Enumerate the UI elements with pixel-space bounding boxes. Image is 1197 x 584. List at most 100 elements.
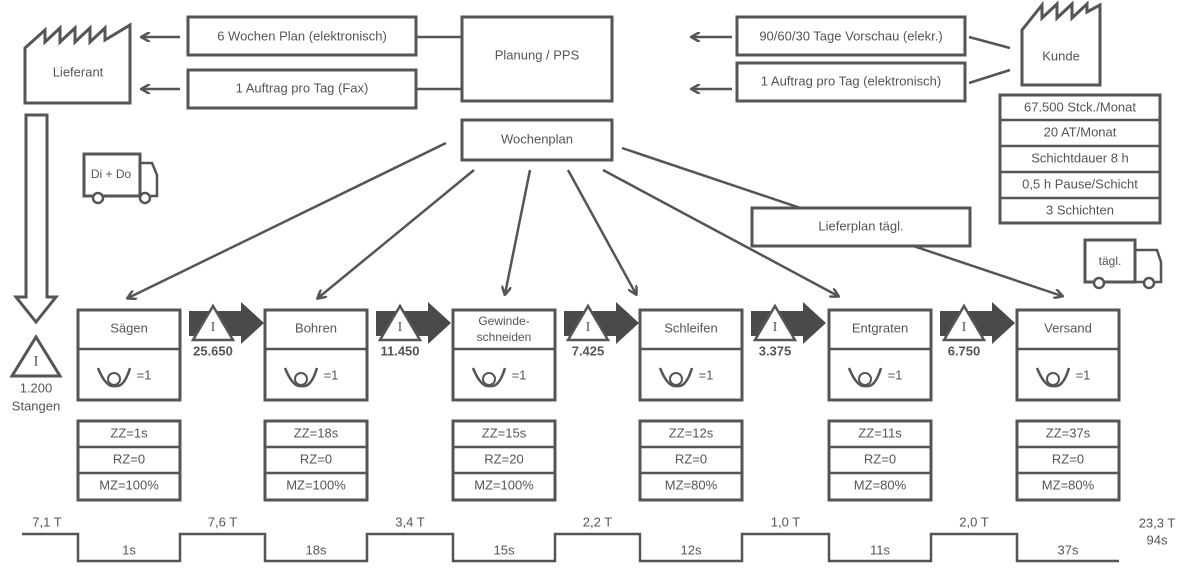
inventory-symbol: I [586,320,591,335]
connector [968,68,1011,85]
changeover-time: RZ=0 [864,451,896,466]
planning-box: Planung / PPS [460,15,614,103]
inventory-symbol: I [34,353,39,369]
customer-info-flows: 90/60/30 Tage Vorschau (elekr.) 1 Auftra… [692,15,1011,103]
process-name: Sägen [110,320,148,335]
machine-availability: MZ=100% [99,477,159,492]
factory-icon [23,22,132,105]
process-time: 11s [870,542,890,557]
inventory-symbol: I [398,320,403,335]
process-time: 18s [306,542,327,557]
connector [968,35,1011,50]
operator-count: =1 [512,367,527,382]
cycle-time: ZZ=37s [1046,425,1091,440]
operator-count: =1 [699,367,714,382]
schedule-arrow [602,168,838,296]
cycle-time: ZZ=15s [482,425,527,440]
customer-data-box: 67.500 Stck./Monat 20 AT/Monat Schichtda… [998,93,1162,225]
planning-label: Planung / PPS [495,47,580,62]
changeover-time: RZ=20 [484,451,523,466]
info-flow-label: 1 Auftrag pro Tag (elektronisch) [761,73,941,88]
process-name: Bohren [295,320,337,335]
truck-label: tägl. [1099,254,1122,268]
truck-icon [82,152,159,205]
process-name: Entgraten [852,320,908,335]
factory-icon [1020,0,1102,87]
operator-icon [96,367,132,388]
process-time: 37s [1058,542,1079,557]
schedule-arrow [566,169,636,294]
wait-time: 7,6 T [208,514,237,529]
info-flow-label: 6 Wochen Plan (elektronisch) [217,28,387,43]
inventory-push-arrow: I 7.425 [564,302,639,358]
operator-icon [471,367,507,388]
operator-count: =1 [324,367,339,382]
cycle-time: ZZ=12s [669,425,714,440]
truck-label: Di + Do [91,167,132,181]
customer-factory: Kunde [1020,0,1102,87]
inventory-push-arrow: I6.750 [940,302,1015,358]
schedule-arrow [505,169,532,294]
info-flow-box [186,15,418,57]
inventory-push-arrow: I 11.450 [376,302,451,358]
customer-data-item: 3 Schichten [1046,202,1114,217]
supplier-info-flows: 6 Wochen Plan (elektronisch) 1 Auftrag p… [142,15,462,110]
weekly-plan-label: Wochenplan [501,131,573,146]
process-box: Versand=1 [1015,308,1121,402]
inventory-triangle-icon [377,303,423,342]
process-name: schneiden [477,330,532,344]
schedule-arrow [318,169,475,298]
changeover-time: RZ=0 [1052,451,1084,466]
customer-label: Kunde [1042,48,1080,63]
raw-inventory: I 1.200 Stangen [9,334,63,413]
inventory-value: 11.450 [380,343,419,358]
machine-availability: MZ=80% [854,477,907,492]
wait-time: 7,1 T [32,514,61,529]
cycle-time: ZZ=18s [294,425,339,440]
customer-data-item: Schichtdauer 8 h [1031,150,1129,165]
process-box: Sägen=1 [76,308,182,402]
supplier-material-arrow [12,113,60,325]
inventory-value: 25.650 [193,343,233,358]
schedule-arrows [128,141,1062,298]
changeover-time: RZ=0 [675,451,707,466]
process-name: Schleifen [664,320,717,335]
changeover-time: RZ=0 [300,451,332,466]
inventory-triangle-icon [941,303,987,342]
inventory-value: 3.375 [759,343,792,358]
info-flow-label: 90/60/30 Tage Vorschau (elekr.) [759,28,942,43]
inventory-unit: Stangen [12,398,60,413]
operator-icon [283,367,319,388]
process-box: Entgraten=1 [827,308,933,402]
process-name: Gewinde- [478,314,529,328]
process-name: Versand [1044,320,1092,335]
customer-data-item: 67.500 Stck./Monat [1024,99,1136,114]
machine-availability: MZ=80% [665,477,718,492]
supplier-label: Lieferant [53,64,104,79]
machine-availability: MZ=100% [474,477,534,492]
cycle-time: ZZ=1s [110,425,148,440]
customer-truck: tägl. [1083,238,1163,290]
operator-icon [847,367,883,388]
inventory-symbol: I [773,320,778,335]
process-box: Gewinde-schneiden =1 [451,308,557,402]
supplier-factory: Lieferant [23,22,132,105]
cycle-time: ZZ=11s [858,425,902,440]
process-time: 15s [494,542,515,557]
timeline-line [22,532,1119,563]
inventory-value: 1.200 [20,380,53,395]
machine-availability: MZ=80% [1042,477,1095,492]
inventory-triangle-icon [9,334,63,378]
schedule-arrow [128,141,447,298]
inventory-value: 7.425 [572,343,605,358]
inventory-triangle-icon [190,303,236,342]
inventory-triangle-icon [752,303,798,342]
customer-data-item: 0,5 h Pause/Schicht [1022,176,1138,191]
changeover-time: RZ=0 [113,451,145,466]
